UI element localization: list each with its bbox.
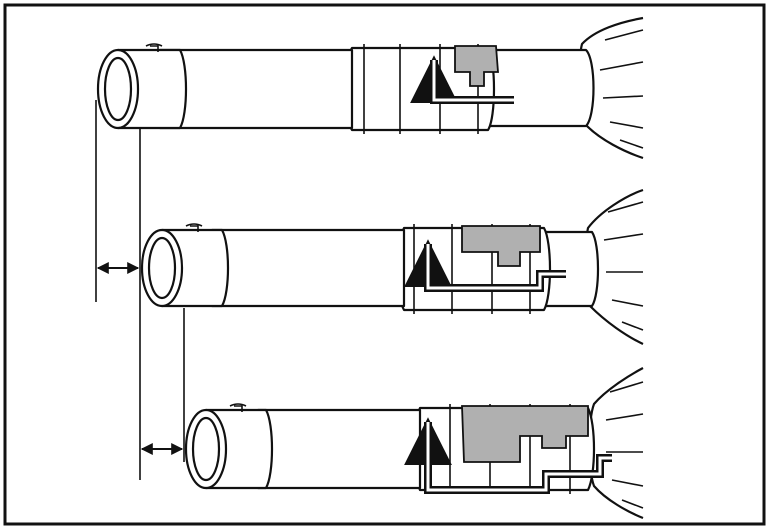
nozzle-assembly-top (96, 16, 644, 160)
extension-tube-top (158, 48, 354, 130)
extension-tube-middle (210, 228, 406, 308)
extension-tube-bottom (256, 408, 422, 490)
latch-middle (461, 225, 541, 267)
latch-top (454, 45, 499, 87)
dimension-lines (95, 100, 185, 480)
latch-bottom (461, 405, 589, 463)
